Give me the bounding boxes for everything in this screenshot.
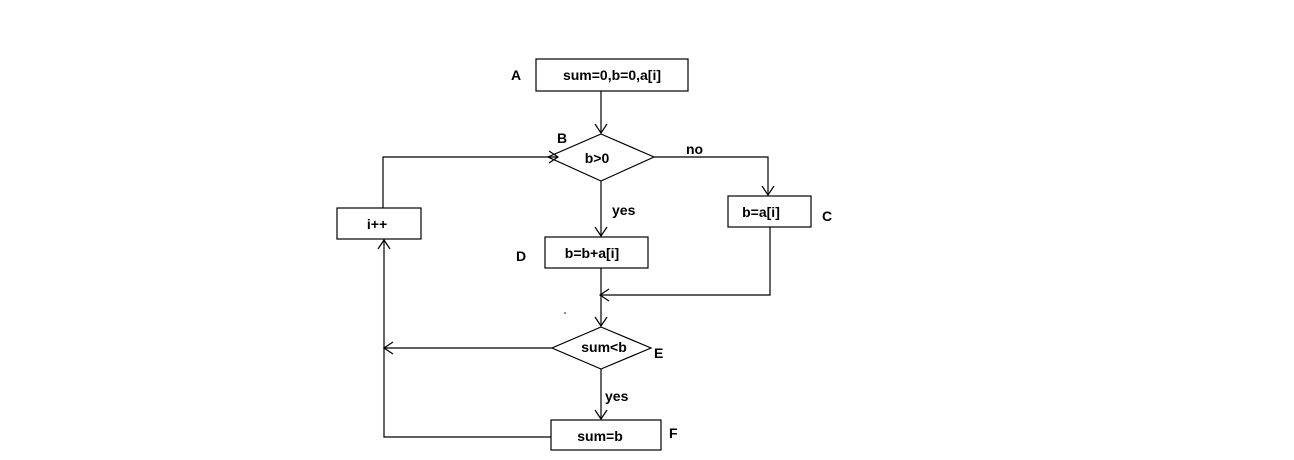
- node-inc-text: i++: [367, 216, 387, 232]
- node-a-box: [535, 58, 689, 92]
- node-e-text: sum<b: [581, 339, 627, 355]
- arrowhead-a-b: [594, 123, 608, 135]
- arrowhead-f-inc: [377, 238, 391, 250]
- edge-c-merge: [600, 227, 771, 296]
- node-b-text: b>0: [585, 150, 610, 166]
- node-f-box: [550, 419, 662, 451]
- stray-dot: [564, 312, 566, 314]
- arrowhead-inc-b: [548, 150, 560, 164]
- node-d-text: b=b+a[i]: [565, 245, 619, 261]
- edge-yes-label-e: yes: [605, 388, 629, 404]
- node-inc-box: [336, 207, 422, 240]
- edge-yes-label-b: yes: [612, 202, 636, 218]
- arrowhead-e-f: [594, 409, 608, 421]
- node-a-letter: A: [511, 67, 521, 83]
- node-d-letter: D: [516, 248, 526, 264]
- edge-b-to-c: [654, 156, 769, 195]
- edge-inc-to-b: [382, 156, 558, 208]
- node-c-letter: C: [822, 208, 832, 224]
- arrowhead-c-merge: [598, 288, 610, 302]
- node-f-letter: F: [669, 425, 678, 441]
- edge-no-label: no: [686, 141, 703, 157]
- node-a-text: sum=0,b=0,a[i]: [563, 67, 661, 83]
- arrowhead-b-d: [594, 226, 608, 238]
- arrowhead-b-c: [761, 185, 775, 197]
- node-e-letter: E: [654, 345, 663, 361]
- node-f-text: sum=b: [577, 428, 623, 444]
- node-d-box: [544, 236, 649, 269]
- node-b-letter: B: [557, 130, 567, 146]
- node-c-text: b=a[i]: [742, 204, 780, 220]
- arrowhead-d-e: [594, 316, 608, 328]
- edge-f-to-inc: [383, 240, 551, 438]
